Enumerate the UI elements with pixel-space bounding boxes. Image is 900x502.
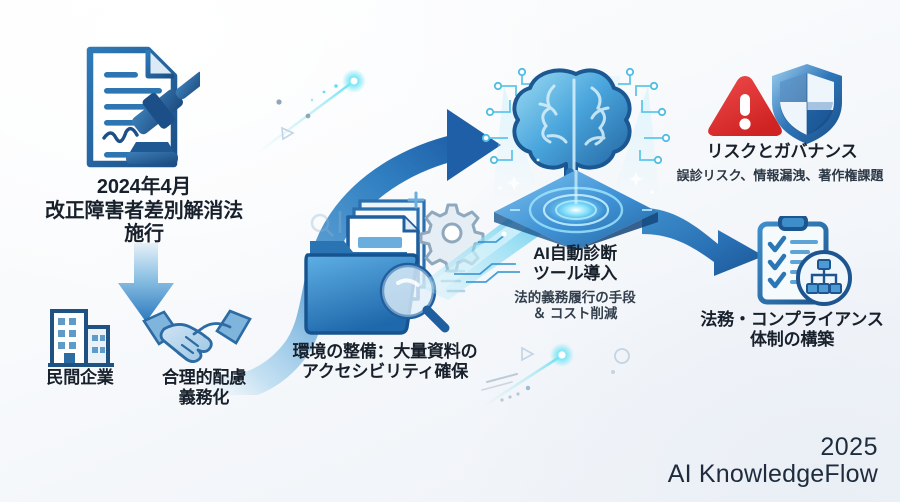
decorative-sparkles-upper — [254, 70, 366, 156]
office-building-icon — [48, 309, 114, 367]
enterprise-node-label: 民間企業 — [46, 368, 114, 387]
risk-node-sublabel: 誤診リスク、情報漏洩、著作権課題 — [676, 168, 884, 183]
compliance-node-label: 法務・コンプライアンス 体制の構築 — [700, 310, 884, 350]
folder-documents-magnifier-gear-icon — [304, 191, 485, 335]
watermark: 2025 AI KnowledgeFlow — [667, 432, 878, 488]
handshake-icon — [142, 309, 252, 363]
arrow-ai-to-compliance — [642, 208, 764, 276]
arrow-law-to-enterprise — [118, 243, 174, 322]
clipboard-checklist-orgchart-icon — [757, 216, 852, 306]
ai-tool-node-sublabel: 法的義務履行の手段 ＆ コスト削減 — [514, 290, 636, 322]
ai-tool-node-label: AI自動診断 ツール導入 — [533, 244, 617, 284]
watermark-brand: AI KnowledgeFlow — [667, 460, 878, 488]
shield-icon — [772, 64, 842, 144]
law-node-label: 2024年4月 改正障害者差別解消法 施行 — [45, 176, 243, 246]
warning-triangle-icon — [708, 76, 782, 136]
decorative-sparkles-lower — [481, 343, 630, 408]
ai-brain-hologram-icon — [481, 67, 671, 250]
watermark-year: 2025 — [820, 432, 878, 461]
document-gavel-icon — [86, 46, 200, 168]
risk-node-label: リスクとガバナンス — [706, 142, 858, 161]
accommodation-node-label: 合理的配慮 義務化 — [162, 368, 246, 408]
environment-node-label: 環境の整備：大量資料の アクセシビリティ確保 — [292, 342, 478, 382]
